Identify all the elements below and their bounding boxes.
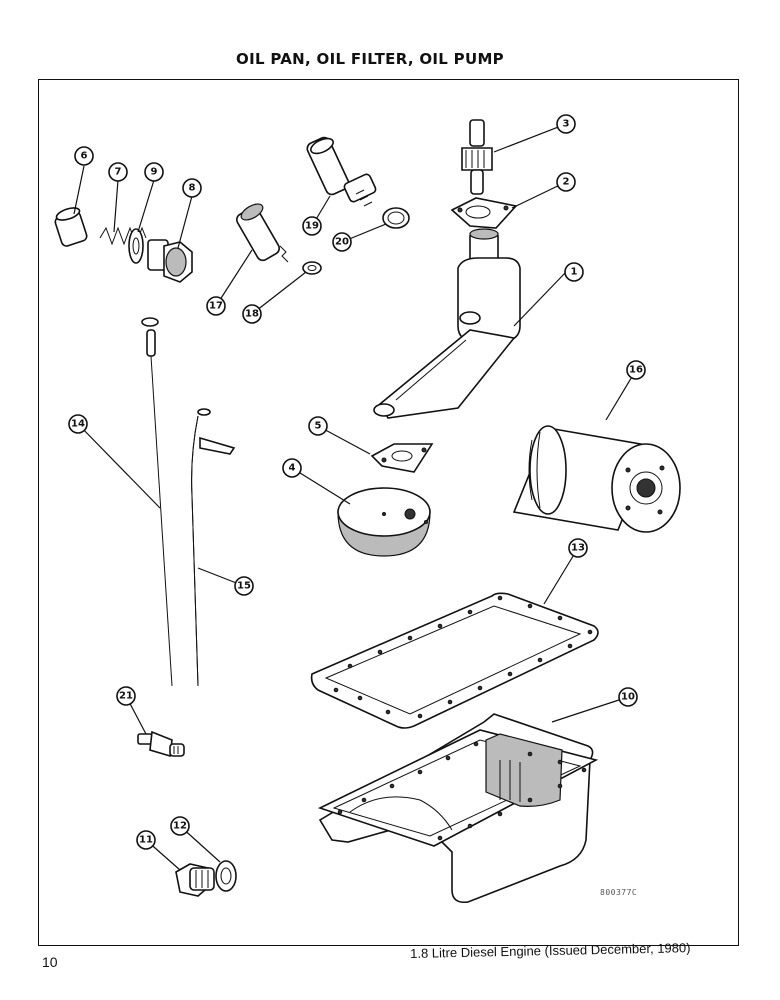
part-18-washer: [302, 261, 322, 275]
part-14-dipstick: [141, 317, 173, 687]
svg-text:15: 15: [237, 581, 251, 592]
callout-11: 11: [136, 830, 156, 850]
callout-20: 20: [332, 232, 352, 252]
callout-17: 17: [206, 296, 226, 316]
callout-14: 14: [68, 414, 88, 434]
callout-5: 5: [308, 416, 328, 436]
svg-text:11: 11: [139, 835, 153, 846]
callout-12: 12: [170, 816, 190, 836]
svg-text:3: 3: [563, 119, 570, 130]
part-19-adaptor: [306, 136, 377, 207]
callout-18: 18: [242, 304, 262, 324]
leader-lines: [73, 123, 637, 871]
part-20-seal: [382, 207, 410, 229]
callout-13: 13: [568, 538, 588, 558]
callout-7: 7: [108, 162, 128, 182]
callout-8: 8: [182, 178, 202, 198]
illustration-frame: [38, 79, 739, 946]
svg-text:10: 10: [621, 692, 635, 703]
part-10-oil-pan: [317, 713, 599, 904]
part-12-washer: [215, 860, 237, 892]
callout-4: 4: [282, 458, 302, 478]
svg-text:5: 5: [315, 421, 322, 432]
part-4-strainer: [337, 487, 431, 557]
page-number: 10: [42, 954, 58, 970]
callout-6: 6: [74, 146, 94, 166]
svg-text:12: 12: [173, 821, 187, 832]
svg-text:9: 9: [151, 167, 158, 178]
part-1-oil-pump: [373, 228, 521, 419]
callout-9: 9: [144, 162, 164, 182]
svg-text:17: 17: [209, 301, 223, 312]
part-13-gasket: [310, 592, 599, 729]
svg-text:13: 13: [571, 543, 585, 554]
svg-text:18: 18: [245, 309, 259, 320]
callout-16: 16: [626, 360, 646, 380]
part-3-drive-shaft: [461, 119, 493, 195]
part-17-pipe: [236, 203, 289, 263]
callout-2: 2: [556, 172, 576, 192]
callout-15: 15: [234, 576, 254, 596]
drawing-code: 800377C: [600, 888, 638, 897]
svg-text:4: 4: [289, 463, 296, 474]
svg-text:6: 6: [81, 151, 88, 162]
page-title: OIL PAN, OIL FILTER, OIL PUMP: [236, 50, 504, 68]
part-16-oil-filter: [512, 425, 681, 533]
callout-19: 19: [302, 216, 322, 236]
part-11-drain-plug: [175, 863, 215, 897]
part-21-sender: [137, 730, 185, 758]
svg-text:19: 19: [305, 221, 319, 232]
callout-1: 1: [564, 262, 584, 282]
svg-text:8: 8: [189, 183, 196, 194]
svg-text:2: 2: [563, 177, 570, 188]
part-9-washer: [128, 228, 144, 264]
callout-21: 21: [116, 686, 136, 706]
svg-text:20: 20: [335, 237, 349, 248]
part-8-plug: [147, 239, 193, 283]
callout-10: 10: [618, 687, 638, 707]
svg-text:7: 7: [115, 167, 122, 178]
svg-text:1: 1: [571, 267, 578, 278]
part-15-dipstick-tube: [191, 408, 236, 687]
callout-3: 3: [556, 114, 576, 134]
svg-text:16: 16: [629, 365, 643, 376]
svg-text:21: 21: [119, 691, 133, 702]
part-6-sleeve: [54, 207, 88, 247]
part-2-gasket: [450, 197, 518, 229]
part-5-gasket: [370, 443, 434, 473]
svg-text:14: 14: [71, 419, 85, 430]
